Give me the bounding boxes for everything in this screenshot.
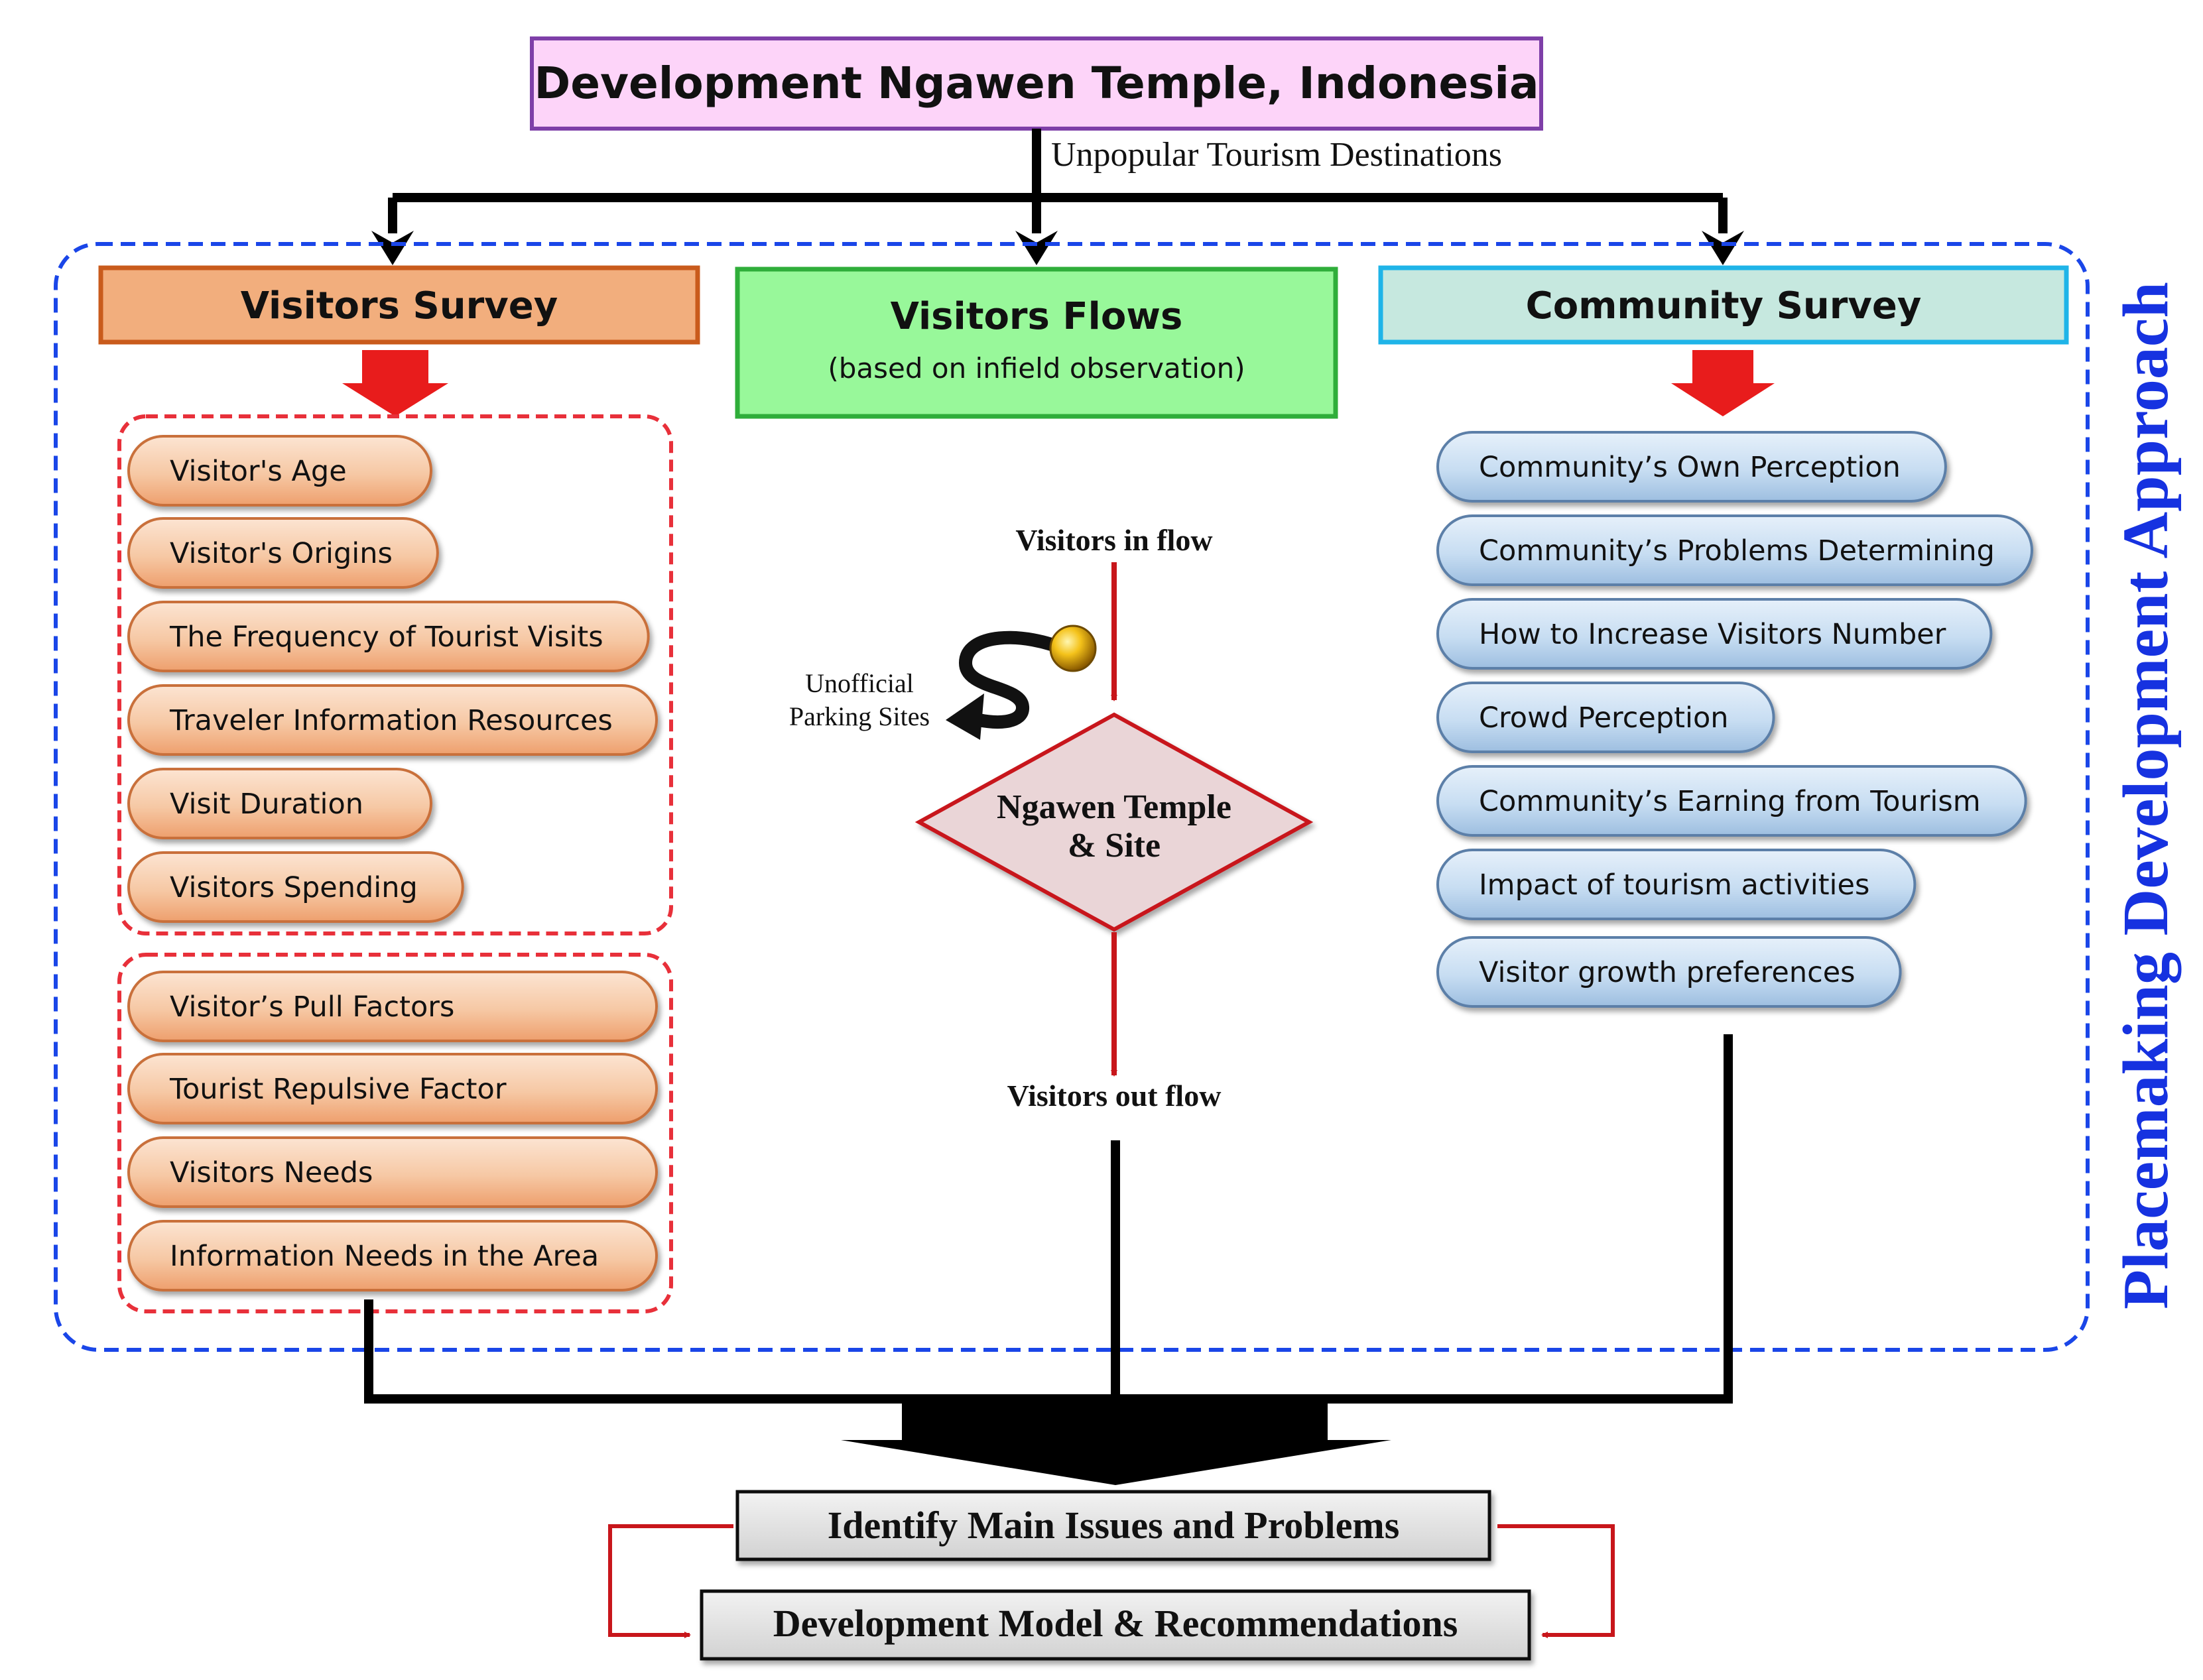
svg-text:& Site: & Site [1068,827,1161,865]
svg-text:Visitors Survey: Visitors Survey [241,284,558,328]
visitors-survey-header: Visitors Survey [98,265,700,345]
visitors-survey-item-label: Visitors Spending [170,871,418,904]
in-flow-label: Visitors in flow [1015,523,1212,557]
visitors-survey-factor-1: Visitor’s Pull Factors [127,971,658,1042]
temple-site-diamond: Ngawen Temple & Site [914,712,1314,932]
community-survey-item-4: Crowd Perception [1436,682,1775,753]
visitors-survey-item-label: Visitor's Age [170,455,347,488]
location-ball-icon [1049,625,1097,672]
visitors-survey-item-label: Visit Duration [170,788,363,821]
community-survey-item-label: Crowd Perception [1479,701,1729,735]
svg-text:(based on infield observation): (based on infield observation) [828,352,1245,385]
title-box: Development Ngawen Temple, Indonesia [530,36,1543,131]
parking-label-line1: Unofficial [805,668,914,698]
svg-text:Visitors Flows: Visitors Flows [891,295,1183,338]
visitors-survey-factor-label: Tourist Repulsive Factor [169,1073,507,1106]
big-down-arrow [841,1399,1391,1485]
visitors-survey-item-2: Visitor's Origins [127,517,439,589]
out-flow-label: Visitors out flow [1007,1079,1222,1112]
curly-arrow-icon [958,630,1076,729]
visitors-survey-factor-2: Tourist Repulsive Factor [127,1053,658,1124]
arrowhead-visitors-survey [371,231,414,265]
community-survey-item-label: Impact of tourism activities [1479,869,1869,902]
visitors-survey-item-3: The Frequency of Tourist Visits [127,601,650,672]
community-survey-item-label: Community’s Own Perception [1479,451,1901,484]
red-arrow-visitors [342,350,448,416]
visitors-survey-item-4: Traveler Information Resources [127,684,658,756]
community-survey-item-6: Impact of tourism activities [1436,849,1917,920]
visitors-group2-frame [117,953,673,1313]
parking-detour [946,625,1097,740]
side-label: Placemaking Development Approach [2110,282,2182,1309]
visitors-survey-factor-4: Information Needs in the Area [127,1220,658,1291]
community-survey-item-label: How to Increase Visitors Number [1479,618,1946,651]
svg-text:Identify Main Issues and Probl: Identify Main Issues and Problems [828,1504,1400,1547]
community-survey-item-3: How to Increase Visitors Number [1436,598,1993,670]
curly-arrowhead-icon [946,693,984,740]
visitors-survey-item-label: The Frequency of Tourist Visits [169,621,603,654]
visitors-survey-factor-label: Visitors Needs [170,1156,373,1189]
arrowhead-visitors-flows [1015,231,1058,265]
community-survey-item-label: Community’s Earning from Tourism [1479,785,1981,818]
visitors-survey-factor-label: Visitor’s Pull Factors [170,990,454,1024]
visitors-survey-item-1: Visitor's Age [127,435,432,507]
community-survey-item-5: Community’s Earning from Tourism [1436,765,2027,837]
development-model-box: Development Model & Recommendations [700,1589,1531,1661]
visitors-survey-item-5: Visit Duration [127,768,432,839]
visitors-flows-header: Visitors Flows (based on infield observa… [735,267,1338,419]
community-survey-header: Community Survey [1378,265,2069,345]
red-arrow-community [1671,350,1775,416]
svg-text:Community Survey: Community Survey [1526,284,1922,328]
community-survey-item-7: Visitor growth preferences [1436,936,1902,1008]
feedback-arrow-right [1497,1524,1615,1638]
placemaking-frame [54,242,2090,1352]
visitors-survey-item-6: Visitors Spending [127,851,464,923]
visitors-survey-item-label: Visitor's Origins [170,537,393,570]
visitors-survey-factor-label: Information Needs in the Area [170,1240,599,1273]
community-survey-item-2: Community’s Problems Determining [1436,514,2033,586]
community-survey-item-1: Community’s Own Perception [1436,431,1947,503]
title-text: Development Ngawen Temple, Indonesia [534,58,1539,109]
svg-text:Development Model & Recommenda: Development Model & Recommendations [773,1602,1458,1645]
community-survey-item-label: Visitor growth preferences [1479,956,1856,989]
top-branch-connector [388,193,1728,233]
svg-text:Ngawen Temple: Ngawen Temple [997,788,1231,826]
parking-label-line2: Parking Sites [789,701,930,731]
subtitle-text: Unpopular Tourism Destinations [1051,136,1502,174]
feedback-arrow-left [608,1524,733,1638]
visitors-survey-factor-3: Visitors Needs [127,1136,658,1208]
visitors-group1-frame [117,414,673,935]
identify-issues-box: Identify Main Issues and Problems [735,1490,1491,1561]
community-survey-item-label: Community’s Problems Determining [1479,534,1995,568]
arrowhead-community-survey [1702,231,1744,265]
visitors-survey-item-label: Traveler Information Resources [169,704,613,737]
